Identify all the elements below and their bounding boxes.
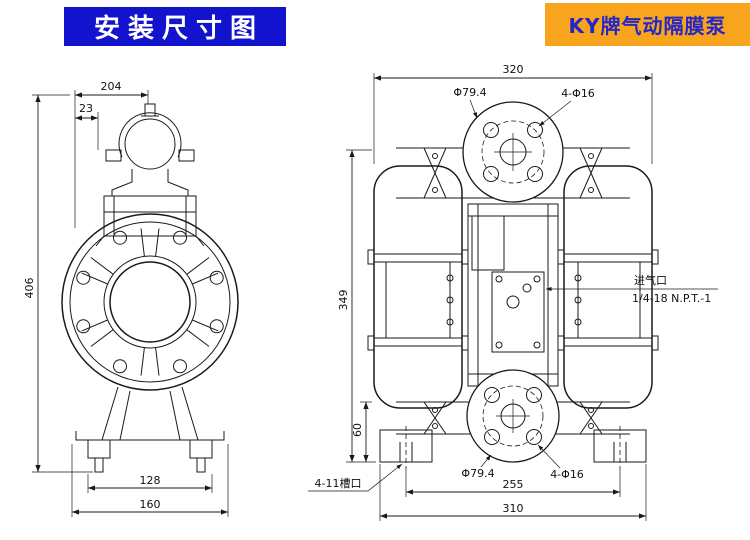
muffler-plate: [471, 215, 505, 271]
chamber-left: [367, 165, 469, 409]
product-banner: KY牌气动隔膜泵: [545, 3, 750, 46]
chamber-right: [557, 165, 659, 409]
dim-front-height: 406: [23, 278, 36, 299]
dim-front-top-width: 204: [101, 80, 122, 93]
dim-front-base-inner: 128: [140, 474, 161, 487]
product-name: KY牌气动隔膜泵: [568, 14, 727, 38]
air-inlet-label: 进气口: [634, 273, 667, 287]
dim-side-height: 349: [337, 290, 350, 311]
bottom-flange-holes-label: 4-Φ16: [550, 468, 584, 481]
top-flange-holes-label: 4-Φ16: [561, 87, 595, 100]
title-banner: 安装尺寸图: [64, 7, 286, 46]
air-inlet-thread-label: 1/4-18 N.P.T.-1: [632, 292, 711, 305]
pump-body-circle: [61, 213, 239, 391]
foot-slot-label: 4-11槽口: [315, 477, 362, 490]
air-inlet-port: [522, 283, 532, 293]
dim-bolt-span: 255: [503, 478, 524, 491]
center-body: [467, 203, 559, 387]
bottom-clamp-left: [423, 401, 447, 435]
top-clamp-right: [579, 147, 603, 199]
bottom-clamp-right: [579, 401, 603, 435]
bottom-flange: [466, 369, 560, 463]
side-dimensions: 320 Φ79.4 4-Φ16 349 60 4-11槽口 255: [308, 63, 718, 521]
dim-base-width: 310: [503, 502, 524, 515]
side-view: [367, 101, 659, 470]
dim-foot-height: 60: [351, 423, 364, 437]
bottom-flange-dia-label: Φ79.4: [461, 467, 494, 480]
top-flange-dia-label: Φ79.4: [453, 86, 486, 99]
valve-body: [95, 195, 205, 247]
front-dimensions: 204 23 406 128 160: [23, 80, 229, 517]
top-flange: [462, 101, 564, 203]
dim-front-top-offset: 23: [79, 102, 93, 115]
pump-base: [75, 386, 225, 473]
page-title: 安装尺寸图: [93, 14, 264, 44]
dim-side-overall-width: 320: [503, 63, 524, 76]
dim-front-base-outer: 160: [140, 498, 161, 511]
discharge-clamp: [105, 112, 195, 170]
foot-right: [593, 426, 647, 470]
foot-left: [379, 426, 433, 470]
top-clamp-left: [423, 147, 447, 199]
front-view: [61, 103, 239, 473]
